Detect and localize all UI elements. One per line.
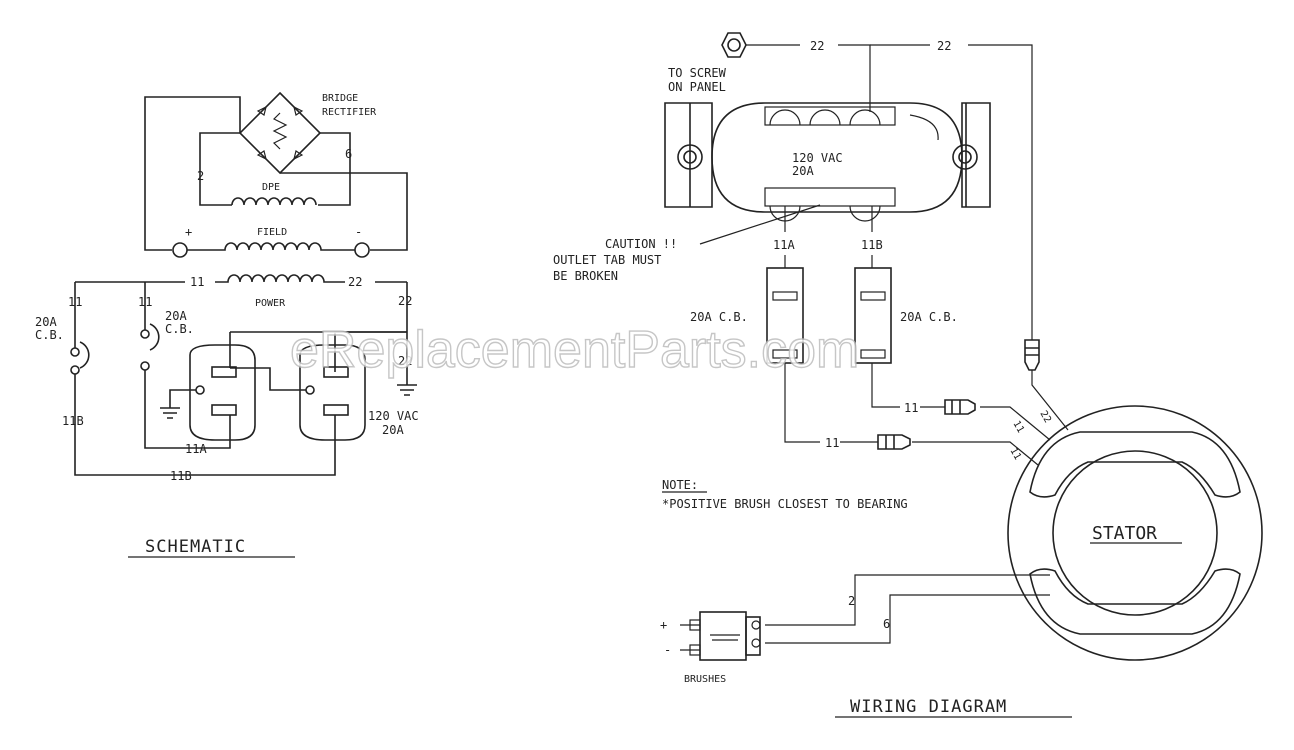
wire-11-left-label: 11 <box>825 436 839 450</box>
wire-2 <box>765 574 1050 626</box>
caution-line1: CAUTION !! <box>605 237 677 251</box>
center-breaker <box>149 323 160 351</box>
stator-wire-11-lower-label: 11 <box>1007 446 1023 462</box>
left-cb-unit: C.B. <box>35 328 64 342</box>
panel-screw <box>721 32 747 58</box>
bridge-label-line1: BRIDGE <box>322 93 358 104</box>
wire-11a-label: 11A <box>773 238 795 252</box>
bridge-label-line2: RECTIFIER <box>322 107 377 118</box>
wire-22-to-screw <box>746 44 871 112</box>
connector-22 <box>1024 339 1069 431</box>
wire-6-label: 6 <box>883 617 890 631</box>
brush-negative-mark: - <box>664 643 671 657</box>
schematic-22-label: 22 <box>398 294 412 308</box>
caution-line3: BE BROKEN <box>553 269 618 283</box>
field-brush-negative <box>354 242 370 258</box>
wire-22-top-label: 22 <box>810 39 824 53</box>
outlet-voltage: 120 VAC <box>792 151 843 165</box>
to-screw-line2: ON PANEL <box>668 80 726 94</box>
dpe-label: DPE <box>262 182 280 193</box>
watermark-text: eReplacementParts.com <box>290 321 859 379</box>
left-cb-amp: 20A <box>35 315 57 329</box>
power-coil <box>75 274 407 283</box>
connector-11-lower <box>877 434 911 450</box>
power-label: POWER <box>255 298 286 309</box>
wire-11-right <box>871 363 1051 441</box>
breaker-right <box>854 267 892 364</box>
schematic-outlet-voltage: 120 VAC <box>368 409 419 423</box>
schematic: BRIDGE RECTIFIER 2 6 DPE FIELD + - 11 22… <box>35 91 419 558</box>
wire-22-to-stator <box>870 44 1033 340</box>
left-cb-wire-11: 11 <box>68 295 82 309</box>
field-brush-positive <box>172 242 188 258</box>
stator-label: STATOR <box>1092 523 1157 544</box>
power-wire-11: 11 <box>190 275 204 289</box>
wire-11-left <box>784 363 1039 466</box>
center-cb-wire-11a: 11A <box>185 442 207 456</box>
breaker-right-label: 20A C.B. <box>900 310 958 324</box>
bridge-rectifier <box>238 91 322 175</box>
stator-wire-22-label: 22 <box>1037 409 1053 425</box>
stator <box>1007 405 1263 661</box>
outlet-amps: 20A <box>792 164 814 178</box>
schematic-outlet-right <box>230 344 366 441</box>
field-coil <box>187 242 355 251</box>
left-cb-wire-11b: 11B <box>62 414 84 428</box>
center-cb-wire-11: 11 <box>138 295 152 309</box>
schematic-title: SCHEMATIC <box>145 537 246 557</box>
wire-11-right-label: 11 <box>904 401 918 415</box>
field-label: FIELD <box>257 227 287 238</box>
ground-symbol-right <box>397 384 417 396</box>
dpe-coil <box>231 197 317 206</box>
center-cb-amp: 20A <box>165 309 187 323</box>
brush-assembly <box>680 611 761 661</box>
wiring-diagram-title: WIRING DIAGRAM <box>850 697 1007 717</box>
stator-wire-11-upper-label: 11 <box>1010 419 1026 435</box>
note-text: *POSITIVE BRUSH CLOSEST TO BEARING <box>662 497 908 511</box>
field-minus: - <box>355 225 362 239</box>
bottom-wire-11b: 11B <box>170 469 192 483</box>
to-screw-line1: TO SCREW <box>668 66 727 80</box>
power-wire-22: 22 <box>348 275 362 289</box>
wire-6 <box>765 594 1050 644</box>
schematic-outlet-left <box>160 344 256 441</box>
schematic-wire-2: 2 <box>197 169 204 183</box>
field-plus: + <box>185 225 192 239</box>
wire-2-label: 2 <box>848 594 855 608</box>
breaker-left-label: 20A C.B. <box>690 310 748 324</box>
brush-positive-mark: + <box>660 618 667 632</box>
wiring-section: 22 22 TO SCREW ON PANEL 120 VAC 20A CAUT… <box>553 32 1263 718</box>
connector-11-upper <box>944 399 976 415</box>
caution-leader <box>699 204 821 245</box>
center-cb-unit: C.B. <box>165 322 194 336</box>
schematic-22-label-lower: 22 <box>398 354 412 368</box>
brushes-label: BRUSHES <box>684 674 726 685</box>
outlet-plate <box>664 102 991 222</box>
schematic-wire-6: 6 <box>345 147 352 161</box>
schematic-outlet-amps: 20A <box>382 423 404 437</box>
caution-line2: OUTLET TAB MUST <box>553 253 661 267</box>
wire-11b-label: 11B <box>861 238 883 252</box>
left-breaker <box>79 341 90 369</box>
note-title: NOTE: <box>662 478 698 492</box>
wire-22-right-label: 22 <box>937 39 951 53</box>
